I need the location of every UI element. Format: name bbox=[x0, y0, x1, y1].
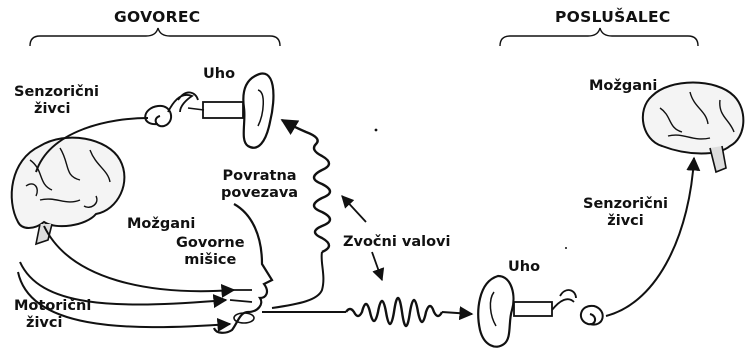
listener-sensory-nerves-line-2: živci bbox=[583, 213, 668, 230]
feedback-line bbox=[272, 252, 323, 308]
listener-sensory-nerves-label: Senzorični živci bbox=[583, 196, 668, 230]
speck-dot bbox=[375, 129, 378, 132]
sound-wave-icon bbox=[346, 298, 442, 326]
speaker-brain-icon bbox=[12, 138, 125, 244]
motor-nerves-line-1: Motorični bbox=[14, 298, 91, 315]
speaker-sensory-nerves-line-1: Senzorični bbox=[14, 84, 99, 101]
listener-ear-icon bbox=[478, 276, 602, 347]
speaker-brain-label: Možgani bbox=[127, 216, 195, 233]
listener-sensory-nerve-line bbox=[606, 158, 694, 316]
speech-muscles-label: Govorne mišice bbox=[176, 235, 245, 269]
feedback-label: Povratna povezava bbox=[221, 168, 298, 202]
speaker-ear-icon bbox=[145, 74, 273, 148]
listener-bracket bbox=[500, 28, 698, 46]
speck-dot bbox=[565, 247, 567, 249]
sound-waves-label: Zvočni valovi bbox=[343, 234, 450, 251]
speaker-sensory-nerves-line-2: živci bbox=[14, 101, 99, 118]
speaker-sensory-nerves-label: Senzorični živci bbox=[14, 84, 99, 118]
speech-muscles-line-2: mišice bbox=[176, 252, 245, 269]
feedback-line-2: povezava bbox=[221, 185, 298, 202]
listener-brain-label: Možgani bbox=[589, 78, 657, 95]
listener-header: POSLUŠALEC bbox=[555, 9, 671, 26]
sound-waves-arrow-up bbox=[342, 196, 366, 222]
listener-sensory-nerves-line-1: Senzorični bbox=[583, 196, 668, 213]
listener-ear-label: Uho bbox=[508, 259, 540, 276]
speaker-bracket bbox=[30, 28, 280, 46]
speech-muscles-line-1: Govorne bbox=[176, 235, 245, 252]
speaker-header: GOVOREC bbox=[114, 9, 200, 26]
speaker-ear-label: Uho bbox=[203, 66, 235, 83]
motor-nerves-label: Motorični živci bbox=[14, 298, 91, 332]
sound-path-line-right bbox=[442, 312, 472, 314]
motor-nerves-line-2: živci bbox=[14, 315, 91, 332]
sound-waves-arrow-down bbox=[372, 252, 382, 280]
feedback-line-1: Povratna bbox=[221, 168, 298, 185]
